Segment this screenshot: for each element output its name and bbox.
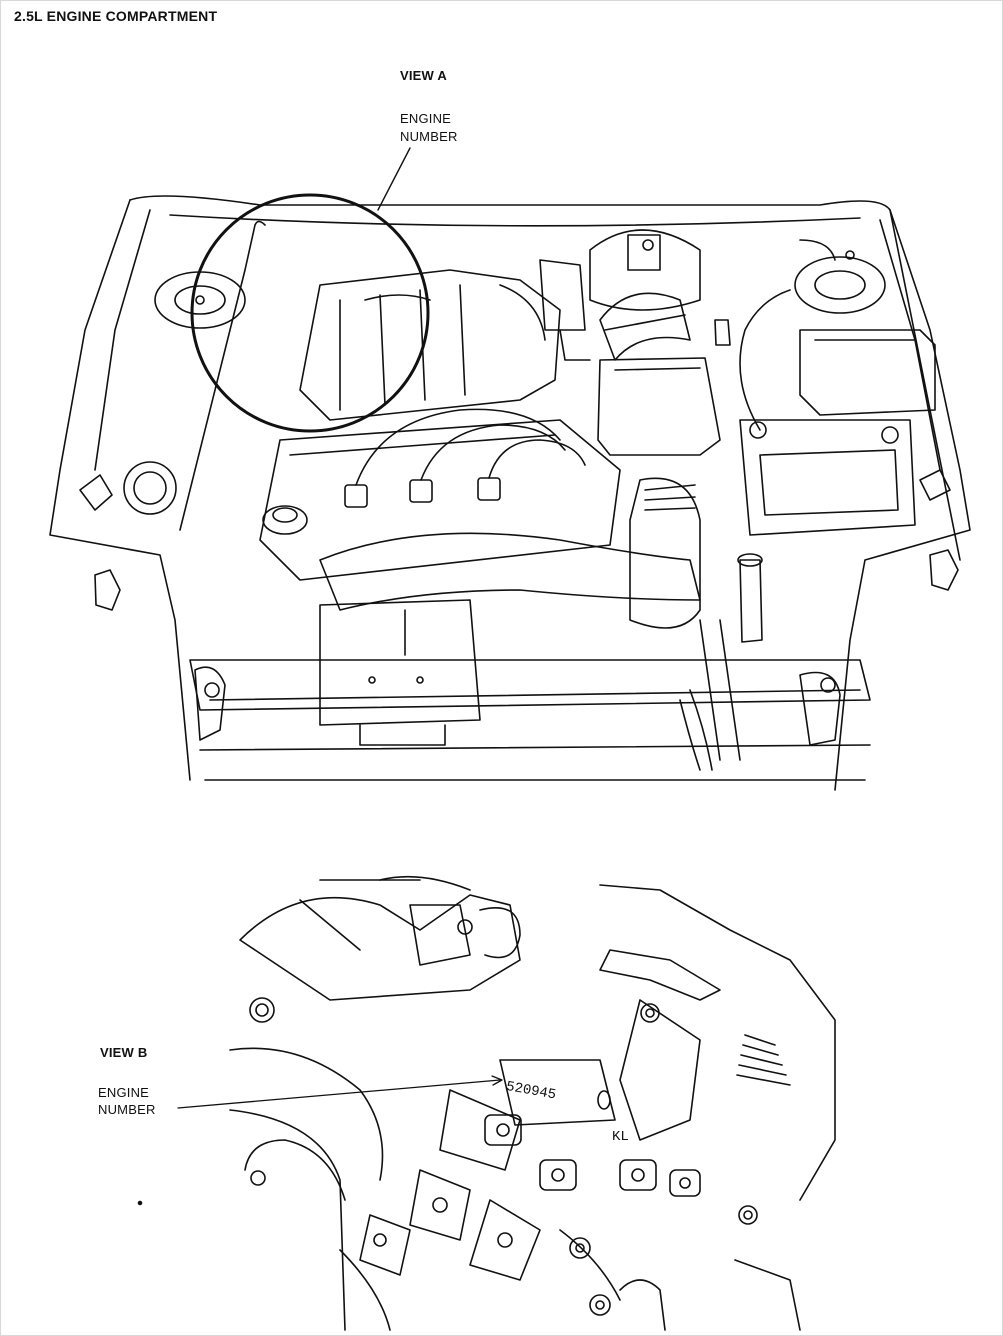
valve-cover: [259, 419, 621, 581]
intake-manifold: [299, 269, 561, 421]
intake-duct-upper: [599, 292, 691, 361]
hood-opening-outline: [129, 195, 961, 561]
view-a-callout-leader: [377, 147, 411, 211]
brake-booster: [589, 229, 701, 311]
view-b-bolt-left: [249, 997, 275, 1023]
view-b-bolt-lower: [569, 1237, 591, 1259]
oil-filler-cap: [262, 505, 308, 535]
right-bumper-marker: [929, 549, 959, 591]
page-title: 2.5L ENGINE COMPARTMENT: [14, 8, 218, 24]
left-strut-tower: [154, 271, 246, 329]
intake-hose-lower: [629, 477, 701, 629]
engine-number-mark: KL: [612, 1129, 629, 1145]
left-bumper-marker: [94, 569, 121, 611]
engine-number-stamp: 520945: [505, 1079, 557, 1104]
view-b-label-line1: ENGINE: [98, 1085, 150, 1100]
view-b-block-right: [599, 884, 836, 1201]
view-b-callout-leader: [177, 1079, 501, 1109]
view-a-illustration: [49, 147, 971, 791]
view-b-label-line2: NUMBER: [98, 1102, 156, 1117]
upper-radiator-hose: [679, 699, 701, 771]
view-b-engine-number-label: ENGINE NUMBER: [98, 1084, 156, 1118]
right-fender-outline: [834, 209, 971, 791]
spark-plug-well-2: [409, 479, 433, 503]
hood-prop-rod: [179, 220, 266, 531]
view-b-upper-manifold: [239, 894, 521, 1001]
view-a-label-line1: ENGINE: [400, 111, 452, 126]
coolant-cap: [123, 461, 177, 515]
spark-plug-well-1: [344, 484, 368, 508]
cowl-line: [169, 214, 861, 227]
resonator-box: [319, 599, 481, 726]
radiator-support: [189, 659, 871, 711]
air-intake-duct: [319, 532, 701, 611]
view-a-callout-circle: [190, 193, 430, 433]
engine-number-pad: [499, 1059, 616, 1126]
view-a-label-line2: NUMBER: [400, 129, 458, 144]
spark-plug-well-3: [477, 477, 501, 501]
view-a-engine-number-label: ENGINE NUMBER: [400, 110, 458, 146]
relay-box: [799, 329, 936, 416]
left-fender-outline: [49, 199, 191, 781]
air-cleaner-box: [597, 357, 721, 456]
view-b-heading: VIEW B: [100, 1045, 148, 1060]
right-strut-tower: [794, 256, 886, 314]
battery: [739, 419, 916, 536]
view-b-illustration: 520945 KL: [137, 875, 836, 1331]
ignition-wires: [355, 408, 561, 486]
view-a-heading: VIEW A: [400, 68, 447, 83]
